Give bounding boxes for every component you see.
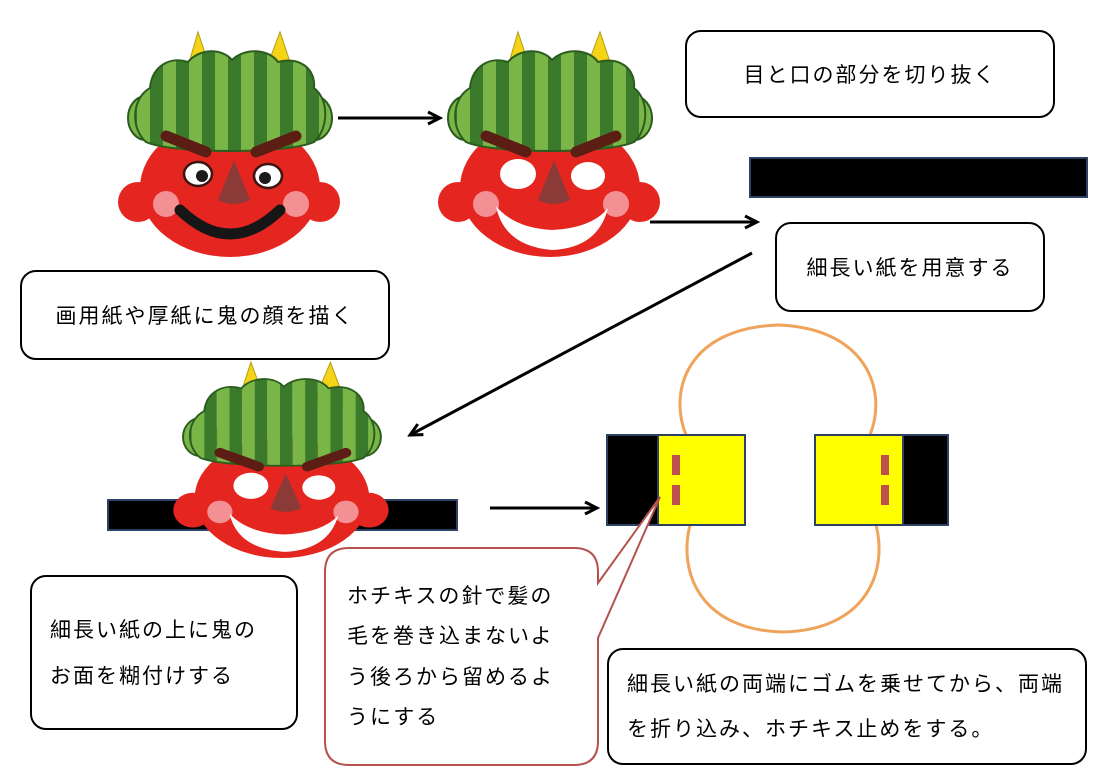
right-eye-hole — [571, 162, 605, 190]
left-eye-hole — [233, 472, 269, 499]
rubber-band-bottom — [685, 524, 881, 634]
left-pupil — [196, 170, 208, 182]
left-folded-tab — [657, 434, 746, 526]
oni-face-drawn — [118, 32, 340, 257]
step-text-line: 目と口の部分を切り抜く — [743, 63, 997, 87]
step-text-line: お面を糊付けする — [50, 663, 234, 688]
right-pupil — [259, 172, 271, 184]
oni-face-on-strip — [173, 362, 388, 558]
oni-face-cutout — [438, 32, 660, 257]
step-text-line: 細長い紙を用意する — [806, 256, 1014, 280]
right-folded-tab — [814, 434, 904, 526]
oni-head — [118, 32, 340, 257]
step-text-line: 画用紙や厚紙に鬼の顔を描く — [55, 304, 355, 328]
step-box-prepare-strip: 細長い紙を用意する — [775, 222, 1045, 312]
left-staple-upper — [672, 455, 680, 475]
right-strip-end — [902, 434, 949, 526]
step-box-draw-face: 画用紙や厚紙に鬼の顔を描く — [20, 270, 390, 360]
right-staple-upper — [881, 455, 889, 475]
step-box-cut-out: 目と口の部分を切り抜く — [685, 30, 1055, 118]
step-text-line: 細長い紙の両端にゴムを乗せてから、両端 — [627, 671, 1064, 696]
step-box-staple-rubber: 細長い紙の両端にゴムを乗せてから、両端 を折り込み、ホチキス止めをする。 — [607, 648, 1087, 765]
mouth-hole — [496, 206, 608, 250]
right-eye-hole — [302, 475, 336, 500]
callout-bubble — [324, 496, 661, 766]
rubber-band-top — [678, 323, 878, 436]
left-staple-lower — [672, 485, 680, 505]
oni-head — [438, 32, 660, 257]
callout-text-line: ホチキスの針で髪の — [347, 583, 554, 608]
callout-text-line: う後ろから留めるよ — [347, 664, 554, 689]
paper-strip — [749, 157, 1088, 198]
callout-text-line: うにする — [347, 705, 440, 729]
step-text-line: を折り込み、ホチキス止めをする。 — [627, 716, 995, 741]
left-eye-hole — [500, 159, 536, 189]
callout-text-line: 毛を巻き込まないよ — [347, 624, 554, 648]
step-box-glue-mask: 細長い紙の上に鬼の お面を糊付けする — [30, 575, 298, 730]
drawn-mouth — [174, 204, 286, 240]
right-staple-lower — [881, 485, 889, 505]
arrow-strip-to-glue — [410, 251, 753, 435]
callout-note: ホチキスの針で髪の 毛を巻き込まないよ う後ろから留めるよ うにする — [325, 548, 598, 765]
mouth-hole — [229, 513, 339, 552]
step-text-line: 細長い紙の上に鬼の — [50, 617, 257, 642]
